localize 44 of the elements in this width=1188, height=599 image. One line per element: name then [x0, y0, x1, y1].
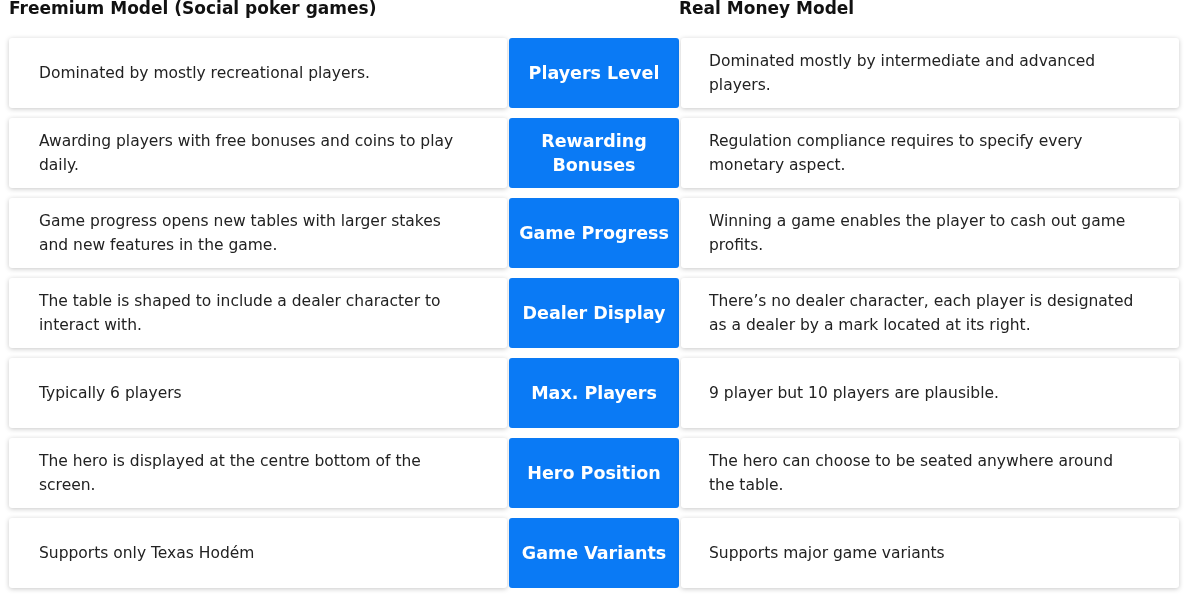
description-text: Awarding players with free bonuses and coins to play daily. [39, 131, 455, 176]
comparison-card [9, 438, 507, 508]
category-label: Rewarding Bonuses [540, 130, 648, 177]
column-heading: Real Money Model [679, 0, 855, 18]
category-box [509, 278, 679, 348]
category-label: Players Level [527, 62, 661, 85]
description-text: The hero is displayed at the centre bottom of the screen. [39, 451, 422, 496]
comparison-card [9, 358, 507, 428]
description-text: Regulation compliance requires to specify every monetary aspect. [709, 131, 1084, 176]
comparison-card [681, 38, 1179, 108]
category-box [509, 518, 679, 588]
category-box [509, 118, 679, 188]
category-label: Dealer Display [521, 302, 667, 325]
category-box [509, 438, 679, 508]
category-box [509, 358, 679, 428]
category-box [509, 38, 679, 108]
category-box [509, 198, 679, 268]
description-text: Dominated by mostly recreational players. [39, 63, 370, 84]
description-text: Supports major game variants [709, 543, 945, 564]
comparison-card [681, 198, 1179, 268]
comparison-card [9, 118, 507, 188]
description-text: 9 player but 10 players are plausible. [709, 383, 999, 404]
description-text: The table is shaped to include a dealer character to interact with. [39, 291, 442, 336]
description-text: The hero can choose to be seated anywhere around the table. [709, 451, 1114, 496]
description-text: Game progress opens new tables with larger stakes and new features in the game. [39, 211, 442, 256]
description-text: Dominated mostly by intermediate and advanced players. [709, 51, 1097, 96]
comparison-card [9, 38, 507, 108]
description-text: Winning a game enables the player to cash out game profits. [709, 211, 1127, 256]
comparison-card [681, 518, 1179, 588]
description-text: There’s no dealer character, each player is designated as a dealer by a mark located at its right. [709, 291, 1135, 336]
comparison-card [9, 278, 507, 348]
comparison-card [9, 198, 507, 268]
category-label: Game Variants [520, 542, 668, 565]
column-heading: Freemium Model (Social poker games) [9, 0, 377, 18]
comparison-card [681, 358, 1179, 428]
description-text: Supports only Texas Hodém [39, 543, 255, 564]
comparison-card [681, 118, 1179, 188]
comparison-card [681, 278, 1179, 348]
description-text: Typically 6 players [39, 383, 182, 404]
comparison-card [9, 518, 507, 588]
category-label: Game Progress [518, 222, 670, 245]
comparison-card [681, 438, 1179, 508]
category-label: Max. Players [530, 382, 658, 405]
category-label: Hero Position [526, 462, 662, 485]
